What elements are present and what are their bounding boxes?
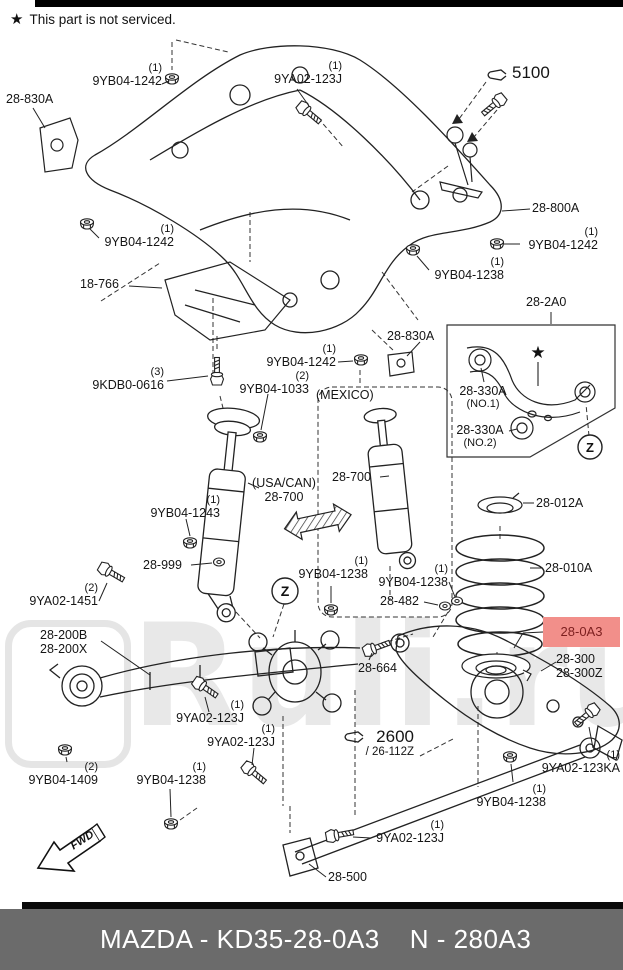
height-sensor-5100-drawing (439, 126, 483, 199)
spring-lower-seat-28-0a3-drawing (461, 653, 532, 682)
z-marker: Z (271, 577, 299, 605)
nut-icon (489, 238, 505, 250)
knuckle-2600-drawing (248, 630, 342, 716)
bolt-icon (239, 758, 270, 788)
clip-icon (487, 69, 507, 81)
bolt-icon (209, 356, 225, 386)
interchange-arrow (283, 502, 352, 541)
bolt-icon (478, 90, 509, 120)
bolt-icon (360, 636, 393, 659)
footer-rule (22, 902, 623, 909)
coil-spring-28-010a-drawing (455, 534, 545, 657)
footer-catalog-code: N - 280A3 (409, 924, 532, 954)
nut-icon (502, 751, 518, 763)
shock-absorber-usa-drawing (197, 407, 261, 623)
nut-icon (79, 218, 95, 230)
bolt-icon (324, 825, 355, 845)
front-lower-arm-28-200b-drawing (48, 646, 361, 707)
star-icon: ★ (530, 343, 545, 362)
bracket-28-830a-center-drawing (387, 351, 415, 377)
mexico-variant-box (317, 386, 453, 618)
washer-icon (212, 557, 226, 567)
bolt-icon (571, 700, 602, 730)
trailing-link-28-500-drawing (282, 737, 601, 877)
svg-text:Z: Z (281, 583, 290, 599)
nut-icon (164, 73, 180, 85)
nut-icon (405, 244, 421, 256)
rear-lower-arm-28-300-drawing (390, 625, 623, 761)
bracket-28-830a-left-drawing (39, 117, 79, 173)
nut-icon (57, 744, 73, 756)
heat-protector-18-766-drawing (164, 261, 291, 341)
clip-icon (344, 731, 364, 743)
washer-icon (438, 601, 452, 611)
shock-absorber-mexico-drawing (363, 407, 417, 570)
washer-icon (450, 596, 464, 606)
nut-icon (353, 354, 369, 366)
rear-subframe-drawing (85, 45, 502, 334)
spring-upper-seat-28-012a-drawing (477, 492, 523, 514)
upper-control-arm-drawing (466, 346, 596, 440)
nut-icon (163, 818, 179, 830)
bolt-icon (95, 559, 128, 586)
svg-text:Z: Z (586, 440, 594, 455)
bolt-icon (294, 98, 325, 128)
leader-lines (32, 80, 594, 878)
star-icon: ★ (10, 11, 24, 28)
nut-icon (182, 537, 198, 549)
part-label-28-0a3[interactable]: 28-0A3 (543, 617, 620, 647)
nut-icon (252, 431, 268, 443)
not-serviced-text: This part is not serviced. (29, 11, 176, 27)
top-rule (35, 0, 623, 7)
z-marker: Z (577, 434, 603, 460)
fwd-arrow: FWD (36, 822, 106, 872)
arrowhead (452, 114, 463, 124)
nut-icon (323, 604, 339, 616)
footer-part-reference: MAZDA - KD35-28-0A3 (100, 924, 380, 954)
upper-arm-group-box (446, 324, 616, 458)
arrowhead (467, 132, 478, 142)
not-serviced-note: ★ This part is not serviced. (10, 10, 176, 28)
footer-bar: MAZDA - KD35-28-0A3 N - 280A3 (0, 909, 623, 970)
